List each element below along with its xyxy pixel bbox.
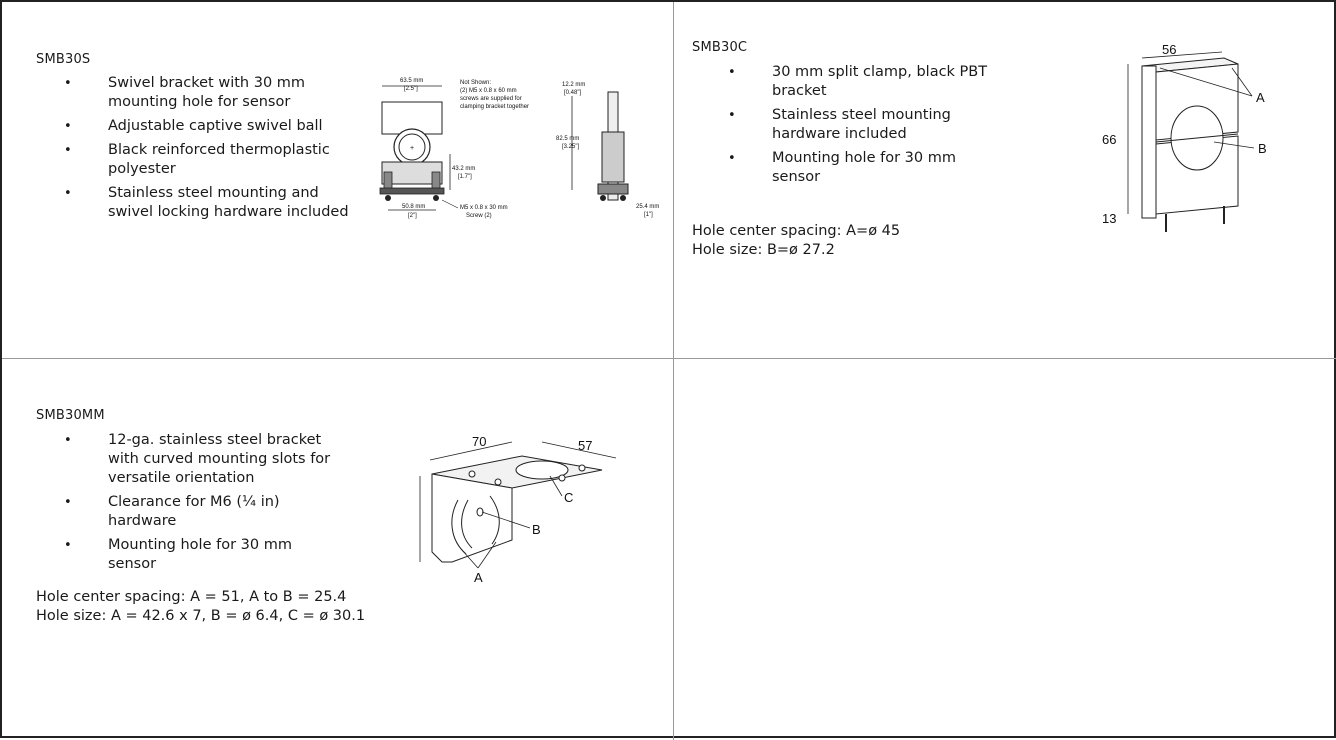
svg-text:70: 70	[472, 434, 486, 449]
svg-text:[0.48"]: [0.48"]	[564, 90, 581, 96]
svg-text:A: A	[1256, 90, 1265, 105]
svg-text:13: 13	[1102, 211, 1116, 226]
list-item: •Clearance for M6 (¼ in) hardware	[108, 493, 338, 531]
model-name: SMB30S	[36, 52, 366, 67]
list-item: •Stainless steel mounting and swivel loc…	[108, 184, 358, 222]
svg-text:(2) M5 x 0.8 x 60 mm: (2) M5 x 0.8 x 60 mm	[460, 88, 517, 94]
svg-text:82.5 mm: 82.5 mm	[556, 136, 579, 142]
cell-smb30mm: SMB30MM •12-ga. stainless steel bracket …	[36, 408, 406, 626]
list-item: •Mounting hole for 30 mm sensor	[772, 149, 1002, 187]
spec-spacing: Hole center spacing: A=ø 45	[692, 222, 1052, 241]
model-name: SMB30MM	[36, 408, 406, 423]
svg-text:63.5 mm: 63.5 mm	[400, 78, 423, 84]
svg-text:B: B	[532, 522, 541, 537]
feature-list: •12-ga. stainless steel bracket with cur…	[108, 431, 338, 574]
list-item: •12-ga. stainless steel bracket with cur…	[108, 431, 338, 488]
svg-text:25.4 mm: 25.4 mm	[636, 204, 659, 210]
svg-text:12.2 mm: 12.2 mm	[562, 82, 585, 88]
list-item: •Adjustable captive swivel ball	[108, 117, 358, 136]
svg-text:66: 66	[1102, 132, 1116, 147]
list-item: •Stainless steel mounting hardware inclu…	[772, 106, 1002, 144]
svg-text:50.8 mm: 50.8 mm	[402, 204, 425, 210]
svg-text:[1.7"]: [1.7"]	[458, 174, 472, 180]
svg-text:[2.5"]: [2.5"]	[404, 86, 418, 92]
spec-hole-size: Hole size: B=ø 27.2	[692, 241, 1052, 260]
svg-text:clamping bracket together: clamping bracket together	[460, 104, 529, 110]
svg-text:43.2 mm: 43.2 mm	[452, 166, 475, 172]
cell-smb30c: SMB30C •30 mm split clamp, black PBT bra…	[692, 40, 1052, 260]
svg-text:[3.25"]: [3.25"]	[562, 144, 579, 150]
model-name: SMB30C	[692, 40, 1052, 55]
cell-smb30s: SMB30S •Swivel bracket with 30 mm mounti…	[36, 52, 366, 227]
list-item: •Mounting hole for 30 mm sensor	[108, 536, 338, 574]
cell-empty	[674, 359, 1336, 738]
spec-spacing: Hole center spacing: A = 51, A to B = 25…	[36, 588, 406, 607]
smb30s-dimension-drawing: 63.5 mm [2.5"] + 50.8 mm [2"] 43.2 mm [1…	[372, 72, 672, 222]
svg-text:+: +	[410, 145, 414, 152]
feature-list: •30 mm split clamp, black PBT bracket •S…	[772, 63, 1002, 187]
svg-text:[2"]: [2"]	[408, 213, 417, 219]
svg-text:Screw (2): Screw (2)	[466, 213, 492, 219]
list-item: •Black reinforced thermoplastic polyeste…	[108, 141, 358, 179]
spec-hole-size: Hole size: A = 42.6 x 7, B = ø 6.4, C = …	[36, 607, 406, 626]
svg-text:C: C	[564, 490, 573, 505]
svg-text:B: B	[1258, 141, 1267, 156]
list-item: •30 mm split clamp, black PBT bracket	[772, 63, 1002, 101]
svg-text:screws are supplied for: screws are supplied for	[460, 96, 522, 102]
svg-text:Not Shown:: Not Shown:	[460, 80, 491, 86]
svg-text:57: 57	[578, 438, 592, 453]
svg-text:56: 56	[1162, 42, 1176, 57]
smb30mm-dimension-drawing: 70 57 57 B C A	[412, 432, 642, 592]
svg-text:M5 x 0.8 x 30 mm: M5 x 0.8 x 30 mm	[460, 205, 508, 211]
list-item: •Swivel bracket with 30 mm mounting hole…	[108, 74, 358, 112]
feature-list: •Swivel bracket with 30 mm mounting hole…	[108, 74, 358, 222]
svg-text:A: A	[474, 570, 483, 585]
svg-text:[1"]: [1"]	[644, 212, 653, 218]
smb30c-dimension-drawing: 56 66 13 A B	[1102, 38, 1282, 233]
